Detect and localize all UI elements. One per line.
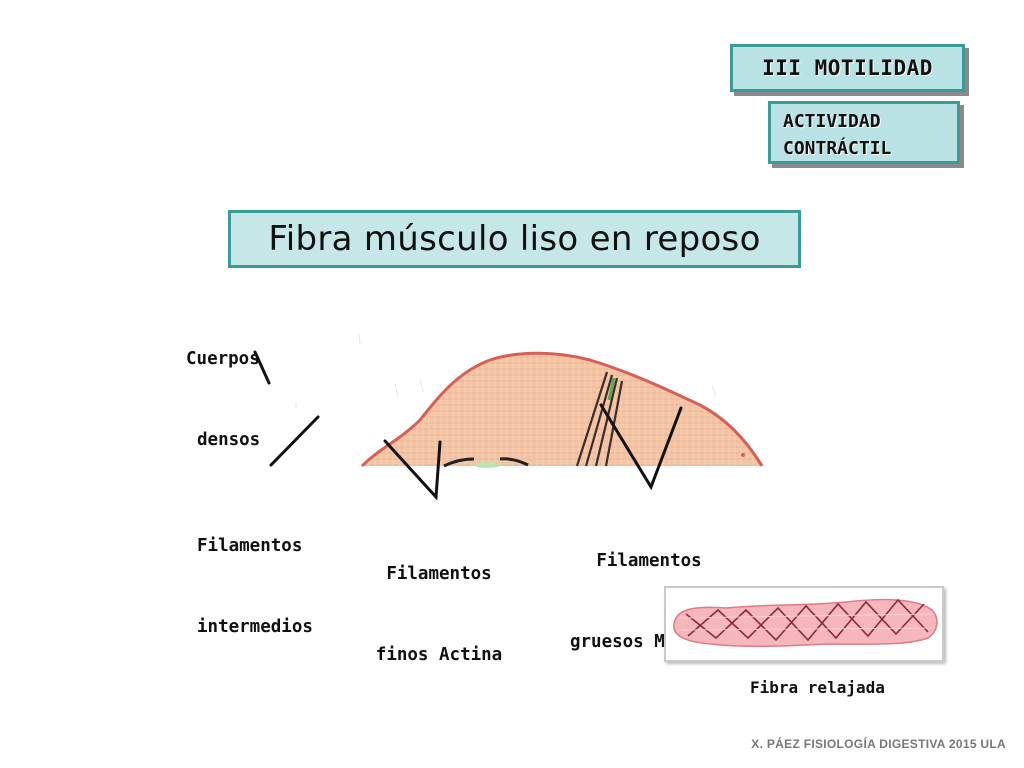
membrane-dot xyxy=(741,453,745,457)
relaxed-fiber-drawing xyxy=(673,598,938,648)
pointer-cuerpos-densos xyxy=(253,350,271,385)
actin-dash-left xyxy=(443,457,475,468)
footer-credit: X. PÁEZ FISIOLOGÍA DIGESTIVA 2015 ULA xyxy=(751,737,1006,751)
label-filamentos-finos: Filamentos finos Actina xyxy=(369,507,509,696)
dense-body-green xyxy=(473,462,501,468)
label-gruesos-line1: Filamentos xyxy=(596,551,702,571)
label-cuerpos-line2: densos xyxy=(197,430,261,450)
topic-badge-line1: ACTIVIDAD xyxy=(783,111,881,132)
label-filamentos-intermedios: Filamentos intermedios xyxy=(197,479,313,668)
label-intermedios-line1: Filamentos xyxy=(197,536,303,556)
relaxed-fiber-image xyxy=(664,586,944,662)
label-finos-line2: finos Actina xyxy=(375,645,503,665)
label-finos-line1: Filamentos xyxy=(386,564,492,584)
topic-badge-line2: CONTRÁCTIL xyxy=(783,138,892,159)
fiber-texture xyxy=(362,353,762,466)
label-cuerpos-densos: Cuerpos densos xyxy=(186,292,260,481)
slide-title: Fibra músculo liso en reposo xyxy=(228,210,801,268)
cell-membrane xyxy=(360,351,764,468)
actin-dash-right xyxy=(499,457,529,467)
label-fibra-relajada: Fibra relajada xyxy=(750,678,885,697)
pointer-intermedios xyxy=(269,415,320,467)
label-cuerpos-line1: Cuerpos xyxy=(186,349,260,369)
myosin-highlight xyxy=(607,377,616,401)
label-intermedios-line2: intermedios xyxy=(197,617,313,637)
pointer-actina xyxy=(383,439,442,501)
pointer-lines xyxy=(253,350,683,501)
section-badge: III MOTILIDAD xyxy=(730,44,965,92)
topic-badge: ACTIVIDAD CONTRÁCTIL xyxy=(768,101,960,164)
muscle-cell-body xyxy=(362,353,762,466)
myosin-bundle xyxy=(575,371,624,467)
pointer-miosina xyxy=(599,403,683,491)
faint-background-marks xyxy=(295,333,717,408)
